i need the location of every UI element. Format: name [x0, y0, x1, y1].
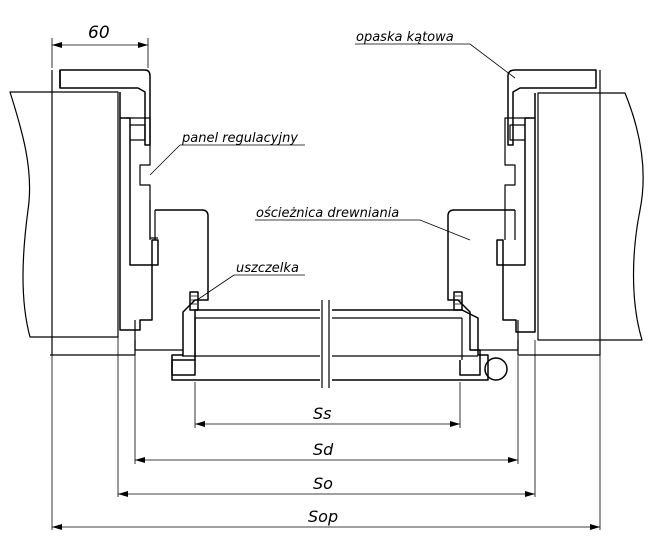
right-wall: [537, 92, 644, 341]
label-oscieznica: ościeżnica drewniania: [256, 206, 399, 221]
dimension-sop-label: Sop: [308, 507, 338, 526]
top-dimension: [51, 38, 149, 68]
door-leaf: [171, 300, 489, 388]
top-dimension-label: 60: [88, 23, 110, 43]
dimension-sd-label: Sd: [313, 440, 334, 459]
right-casing: [507, 69, 601, 356]
hinge: [484, 357, 508, 381]
label-opaska: opaska kątowa: [356, 30, 454, 45]
left-panel-regulacyjny: [119, 92, 159, 331]
left-wall: [9, 91, 119, 338]
dimension-so-label: So: [313, 474, 333, 493]
left-oscieznica: [134, 209, 209, 376]
right-panel-regulacyjny: [496, 93, 536, 333]
label-panel: panel regulacyjny: [181, 131, 298, 146]
dimension-lines: [51, 337, 601, 530]
leader-lines: [149, 43, 516, 301]
label-uszczelka: uszczelka: [236, 261, 299, 276]
left-casing: [50, 69, 151, 356]
dimension-ss-label: Ss: [313, 404, 332, 423]
